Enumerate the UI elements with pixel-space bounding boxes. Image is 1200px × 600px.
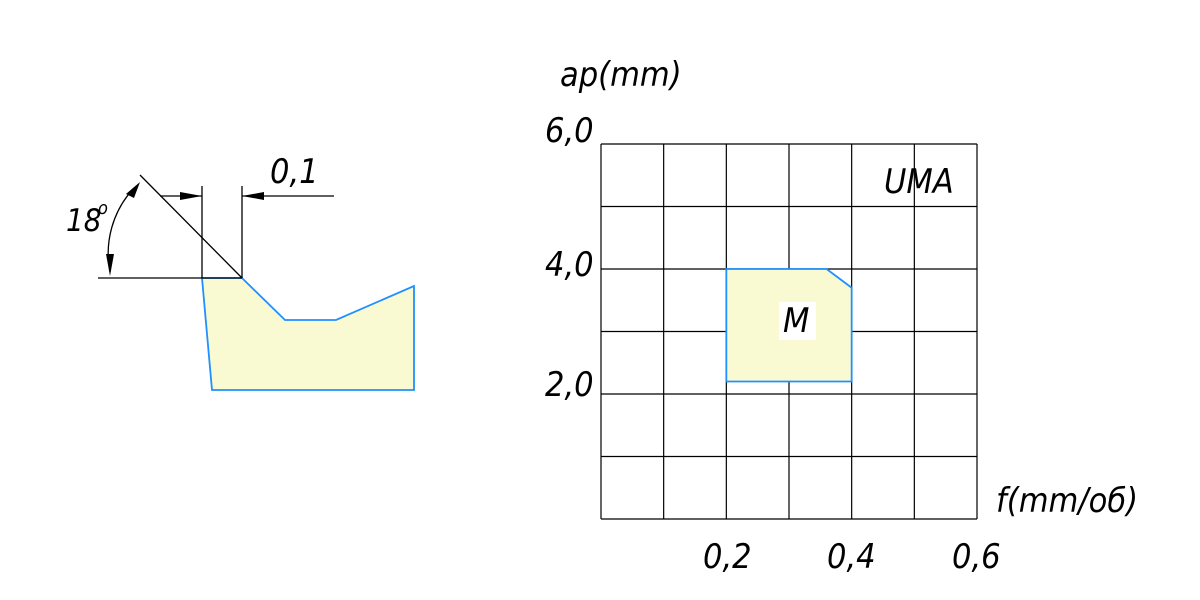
chart: M UMA ap(mm) f(mm/об) 6,0 4,0 2,0 0,2 0,…: [545, 55, 1138, 577]
angle-arrow-bottom: [106, 254, 114, 276]
region-m-label-bg: [779, 302, 816, 340]
rake-line: [139, 174, 243, 279]
tool-profile: 18 o 0,1: [66, 152, 415, 391]
insert-profile-shape: [201, 277, 415, 391]
angle-label: 18: [66, 203, 101, 239]
y-tick-label-4: 4,0: [545, 245, 594, 285]
x-tick-label-04: 0,4: [827, 537, 876, 577]
y-tick-label-2: 2,0: [545, 365, 594, 405]
dimension-arrow-right: [242, 192, 264, 200]
angle-degree-mark: o: [98, 198, 108, 219]
x-tick-label-06: 0,6: [952, 537, 1001, 577]
dimension-arrow-left: [180, 192, 202, 200]
y-axis-title: ap(mm): [560, 55, 682, 95]
region-m-label: M: [783, 301, 809, 341]
dimension-label: 0,1: [270, 152, 319, 192]
x-axis-title: f(mm/об): [996, 481, 1138, 521]
angle-arrow-top: [126, 182, 140, 198]
y-tick-label-6: 6,0: [545, 111, 594, 151]
region-uma-label: UMA: [884, 162, 954, 202]
x-tick-label-02: 0,2: [703, 537, 752, 577]
